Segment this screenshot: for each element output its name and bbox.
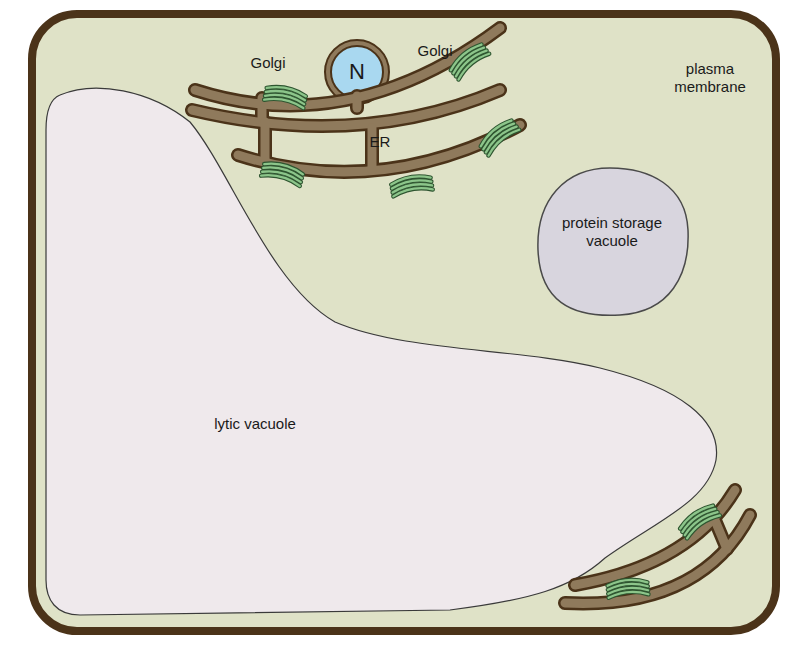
plant-cell: plasma membrane Nprotein storage vacuole l…: [28, 10, 780, 635]
golgi-stack: [678, 502, 720, 538]
golgi-stack: [607, 578, 648, 597]
node-label: plasma membrane: [660, 60, 760, 96]
lytic-vacuole: lytic vacuole: [40, 80, 725, 620]
node-label: lytic vacuole: [190, 415, 320, 433]
part-label: ER: [365, 133, 395, 151]
part-label: Golgi: [410, 42, 460, 60]
lytic-vacuole-outline: [40, 80, 725, 620]
golgi-stack: [391, 174, 433, 197]
node-label: N: [323, 59, 391, 84]
part-label: Golgi: [243, 54, 293, 72]
node-label: protein storage vacuole: [547, 214, 677, 250]
golgi-stack: [478, 117, 519, 155]
golgi-stack: [261, 160, 304, 186]
er-outline: [192, 28, 750, 603]
golgi-stack: [264, 84, 306, 108]
er-lumen: [192, 28, 750, 603]
protein-storage-vacuole: protein storage vacuole: [537, 165, 689, 317]
golgi-stack: [448, 41, 489, 79]
nucleus-circle: N: [323, 38, 391, 106]
